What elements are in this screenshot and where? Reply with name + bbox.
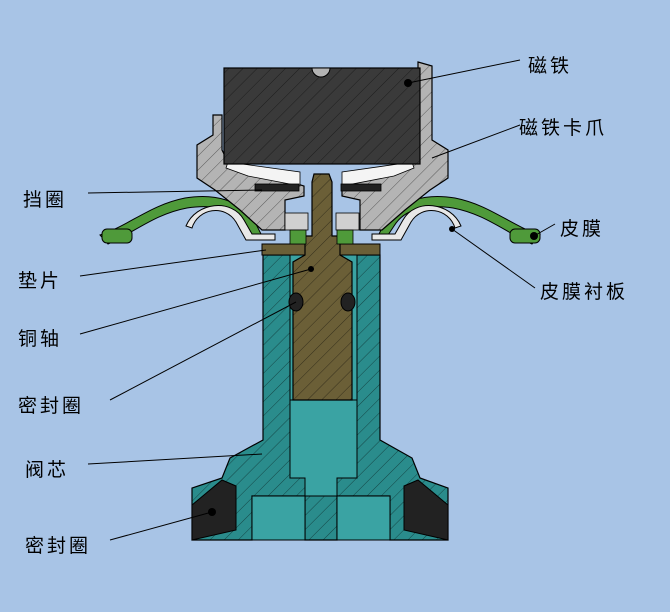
magnet (223, 67, 421, 165)
leader-lines (79, 59, 556, 541)
diaphragm-liner (185, 205, 462, 241)
label-magnet-clip: 磁铁卡爪 (519, 117, 607, 139)
label-diaphragm: 皮膜 (560, 218, 604, 240)
label-gasket: 垫片 (18, 270, 62, 292)
label-diaphragm-liner: 皮膜衬板 (540, 281, 628, 303)
label-seal-ring-lower: 密封圈 (25, 535, 91, 557)
seal-ring-lower-parts (191, 479, 449, 541)
label-magnet: 磁铁 (528, 55, 572, 77)
label-copper-shaft: 铜轴 (18, 328, 62, 350)
copper-shaft (288, 173, 356, 401)
retaining-ring (254, 183, 382, 192)
label-retaining-ring: 挡圈 (23, 189, 67, 211)
label-seal-ring-upper: 密封圈 (18, 395, 84, 417)
label-valve-core: 阀芯 (25, 459, 69, 481)
